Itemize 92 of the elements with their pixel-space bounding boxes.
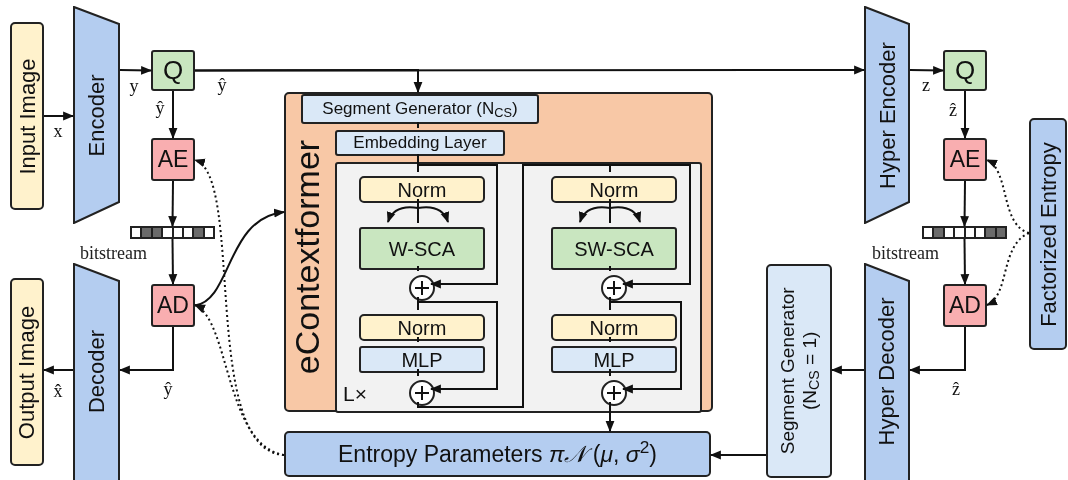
coder-box	[151, 138, 195, 181]
process-box	[284, 431, 711, 477]
arrow	[986, 159, 1030, 234]
arrow	[830, 365, 865, 375]
block-label: Norm	[589, 177, 639, 203]
arrow	[709, 450, 767, 460]
block-label: Q	[162, 54, 184, 87]
connector-line	[417, 198, 419, 224]
block-label: Decoder	[83, 329, 110, 414]
quantizer-box	[151, 50, 195, 91]
arrow	[194, 209, 286, 307]
edge-label: x̂	[52, 382, 64, 400]
block-label: Hyper Encoder	[873, 41, 901, 189]
process-box	[359, 346, 485, 373]
block-label: Q	[954, 54, 976, 87]
arrow	[194, 69, 423, 94]
output-box	[10, 278, 44, 466]
block-label: Hyper Decoder	[873, 297, 901, 446]
block-label: Output Image	[13, 305, 41, 439]
arrow	[119, 65, 153, 75]
decoder-trapezoid	[864, 263, 910, 480]
arrow	[118, 326, 174, 375]
bitstream-bar	[130, 226, 215, 239]
connector-line	[609, 368, 611, 377]
coder-box	[943, 138, 987, 181]
edge-label: ŷ	[162, 380, 174, 398]
arrow	[986, 232, 1030, 306]
block-label: L×	[343, 380, 367, 407]
block-label: SW-SCA	[574, 236, 654, 262]
block-label: Segment Generator (N$_{CS}$)	[322, 98, 518, 122]
edge-label: ŷ	[216, 76, 228, 94]
block-label: Entropy Parameters π𝒩 (μ, σ$^{2}$)	[338, 436, 657, 469]
connector-line	[417, 121, 419, 129]
process-box	[551, 227, 677, 270]
module-panel	[284, 92, 713, 412]
block-label: Encoder	[83, 74, 110, 156]
connector-line	[609, 265, 611, 272]
block-label: W-SCA	[388, 236, 456, 262]
arrow	[960, 180, 969, 228]
arrow	[605, 401, 615, 433]
encoder-trapezoid	[864, 6, 910, 224]
input-box	[10, 22, 44, 210]
process-box	[359, 227, 485, 270]
connector-line	[609, 336, 611, 343]
process-box	[1029, 118, 1067, 350]
bitstream-caption: bitstream	[80, 242, 147, 265]
block-label: Norm	[589, 315, 639, 341]
arrow	[908, 326, 966, 375]
block-label: Embedding Layer	[353, 132, 487, 155]
arrow	[194, 304, 285, 456]
process-box	[335, 130, 505, 156]
block-label: AE	[949, 145, 981, 175]
edge-label: ẑ	[951, 380, 961, 398]
block-label: AD	[157, 291, 189, 321]
block-label: Factorized Entropy	[1034, 141, 1062, 327]
arrow	[960, 238, 970, 286]
arrow	[42, 365, 74, 375]
process-box	[551, 346, 677, 373]
connector-line	[417, 368, 419, 377]
bitstream-bar	[922, 226, 1007, 239]
connector-line	[417, 336, 419, 343]
coder-box	[151, 284, 195, 327]
process-box	[359, 314, 485, 341]
arrow	[960, 90, 970, 140]
encoder-trapezoid	[73, 6, 120, 224]
block-label: AD	[949, 291, 981, 321]
decoder-trapezoid	[73, 263, 120, 480]
block-label: Input Image	[13, 57, 41, 175]
connector-line	[609, 198, 611, 224]
process-box	[301, 94, 539, 124]
bitstream-caption: bitstream	[872, 242, 939, 265]
arrow	[43, 111, 75, 121]
edge-label: ŷ	[154, 99, 166, 117]
block-label: MLP	[593, 347, 635, 373]
block-label: eContextformer	[286, 139, 327, 375]
edge-label: ẑ	[948, 101, 958, 119]
block-label: AE	[157, 145, 189, 175]
block-label: MLP	[401, 347, 443, 373]
arrow	[168, 238, 178, 286]
process-box	[551, 176, 677, 203]
connector-line	[417, 265, 419, 272]
arrow	[909, 65, 945, 75]
process-box	[359, 176, 485, 203]
process-box	[766, 264, 832, 478]
arrow	[168, 90, 178, 140]
block-label: Norm	[397, 315, 447, 341]
quantizer-box	[943, 50, 987, 91]
block-label: Norm	[397, 177, 447, 203]
arrow	[168, 180, 177, 228]
coder-box	[943, 284, 987, 327]
process-box	[551, 314, 677, 341]
transformer-block-panel	[335, 162, 702, 413]
